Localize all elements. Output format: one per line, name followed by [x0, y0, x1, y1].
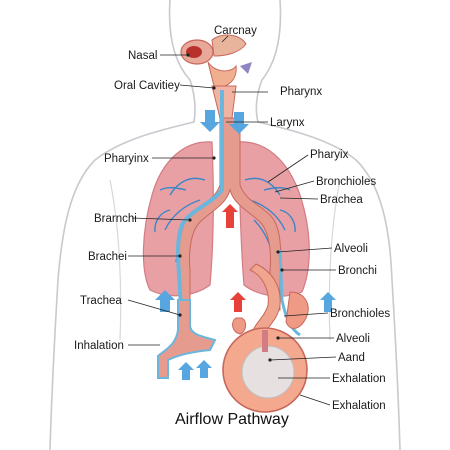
label-bronchioles-low: Bronchioles	[330, 308, 390, 320]
arrow-up-icon	[196, 360, 212, 378]
nasal-opening	[186, 46, 202, 58]
label-exhalation-2: Exhalation	[332, 400, 386, 412]
body-outline	[49, 0, 401, 450]
label-brarnchi: Brarnchi	[94, 213, 137, 225]
label-oral-cavitiey: Oral Cavitiey	[114, 80, 180, 92]
oral-cavity	[207, 61, 237, 88]
left-organ-tuft	[232, 317, 247, 335]
label-aand: Aand	[338, 352, 365, 364]
diagram-title: Airflow Pathway	[175, 411, 289, 428]
arrow-up-icon	[222, 204, 238, 228]
label-nasal: Nasal	[128, 50, 157, 62]
inhalation-tube	[157, 299, 217, 379]
label-bronchioles-top: Bronchioles	[316, 176, 376, 188]
red-arrows	[222, 204, 246, 312]
chest-line	[109, 179, 341, 341]
arrow-down-icon	[200, 110, 220, 132]
label-brachea: Brachea	[320, 194, 363, 206]
label-pharyix: Pharyix	[310, 149, 349, 161]
blue-arrows	[155, 110, 336, 380]
label-alveoli-top: Alveoli	[334, 243, 368, 255]
labels: Carcnay Nasal Oral Cavitiey Pharynx Lary…	[74, 25, 390, 428]
label-pharynx: Pharynx	[280, 86, 322, 98]
arrow-down-icon	[229, 112, 249, 134]
carcnay-structure	[211, 34, 247, 57]
arrow-up-icon	[178, 362, 194, 380]
purple-arrow-icon	[240, 62, 252, 74]
label-trachea: Trachea	[80, 295, 122, 307]
label-exhalation-1: Exhalation	[332, 373, 386, 385]
leader-dots	[178, 53, 284, 362]
label-brachei: Brachei	[88, 251, 127, 263]
arrow-up-icon	[320, 292, 336, 312]
leader-lines	[127, 35, 337, 406]
label-bronchi: Bronchi	[338, 265, 377, 277]
label-alveoli-low: Alveoli	[336, 333, 370, 345]
arrow-up-icon	[155, 290, 175, 312]
arrow-up-icon	[230, 292, 246, 312]
alveoli-inner	[241, 345, 295, 399]
label-larynx: Larynx	[270, 117, 305, 129]
left-lung	[142, 141, 214, 297]
label-inhalation: Inhalation	[74, 340, 124, 352]
label-pharyinx: Pharyinx	[104, 153, 149, 165]
label-carcnay: Carcnay	[214, 25, 257, 37]
lower-organ	[285, 291, 309, 329]
